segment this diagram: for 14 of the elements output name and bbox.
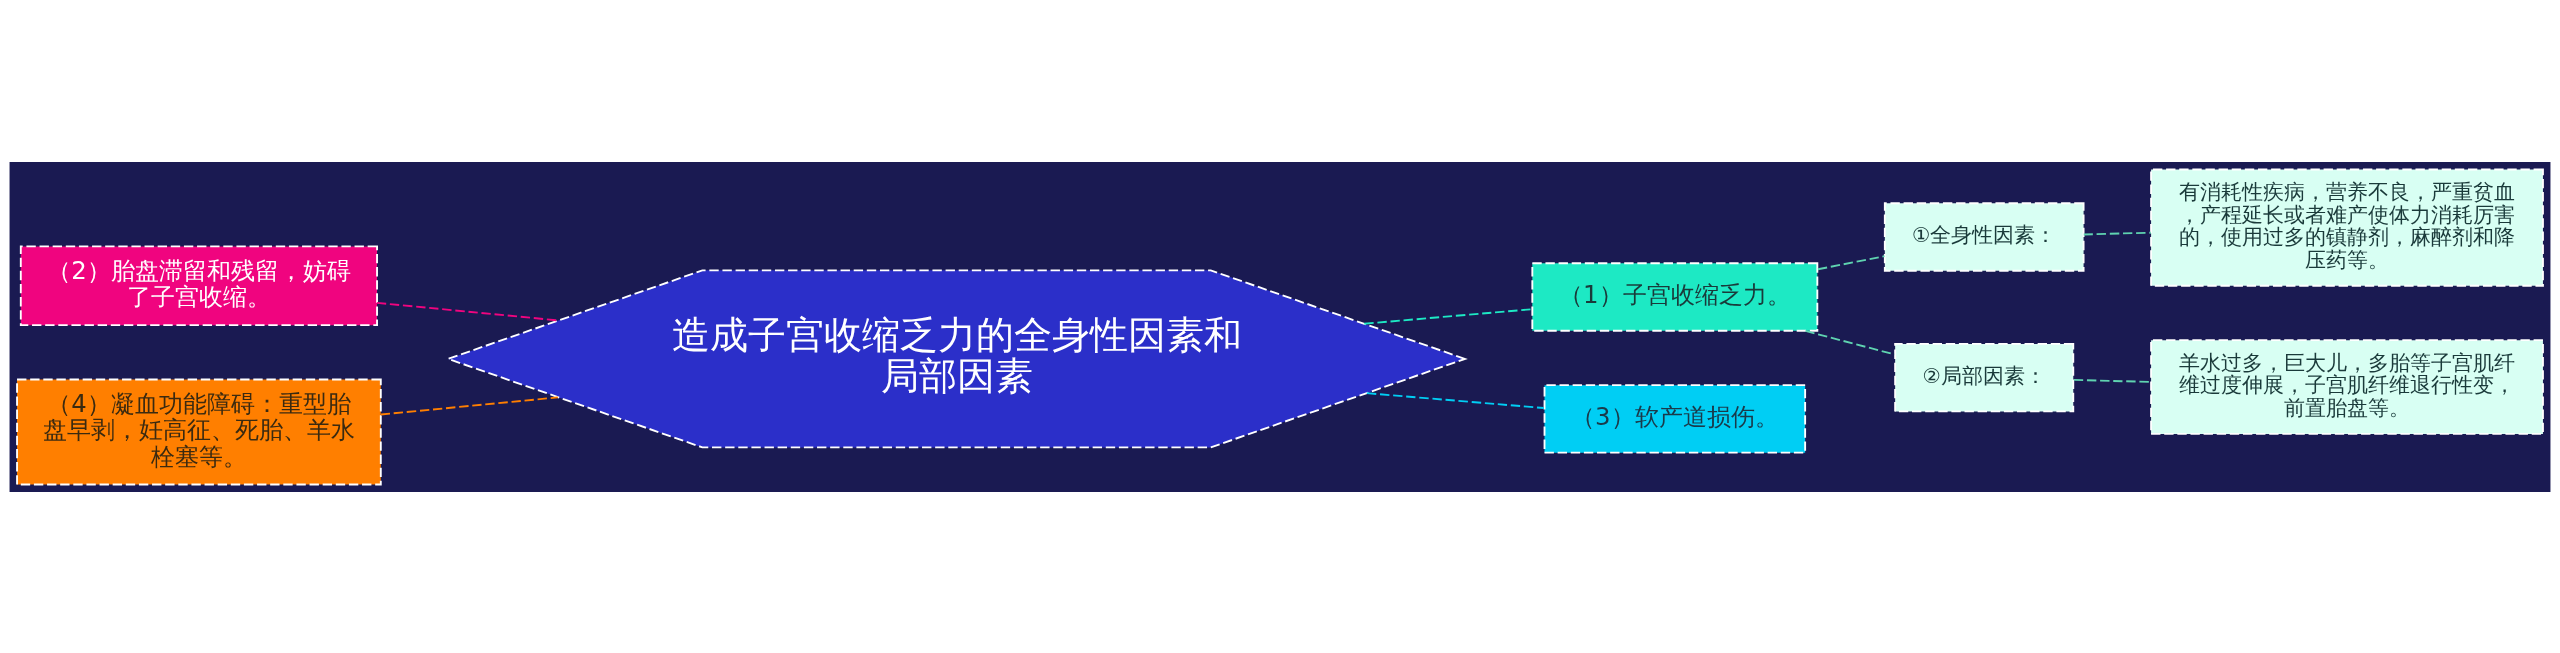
node-box: 有消耗性疾病，营养不良，严重贫血，产程延长或者难产使体力消耗厉害的，使用过多的镇静剂，麻醉剂和降压药等。	[2150, 168, 2544, 287]
node-box: （3）软产道损伤。	[1543, 383, 1807, 454]
node-box: （2）胎盘滞留和残留，妨碍了子宫收缩。	[19, 244, 378, 326]
connector	[1365, 391, 1545, 409]
node-box: （4）凝血功能障碍：重型胎盘早剥，妊高征、死胎、羊水栓塞等。	[16, 378, 382, 485]
node-box: （1）子宫收缩乏力。	[1531, 261, 1819, 332]
connector	[2073, 378, 2152, 383]
node-box: 羊水过多，巨大儿，多胎等子宫肌纤维过度伸展，子宫肌纤维退行性变，前置胎盘等。	[2150, 338, 2544, 435]
node-box: ①全身性因素：	[1883, 201, 2085, 272]
node-box: ②局部因素：	[1894, 342, 2075, 412]
connector	[379, 395, 559, 415]
connector	[2082, 231, 2152, 235]
connector	[1816, 254, 1886, 270]
connector	[1363, 307, 1533, 325]
